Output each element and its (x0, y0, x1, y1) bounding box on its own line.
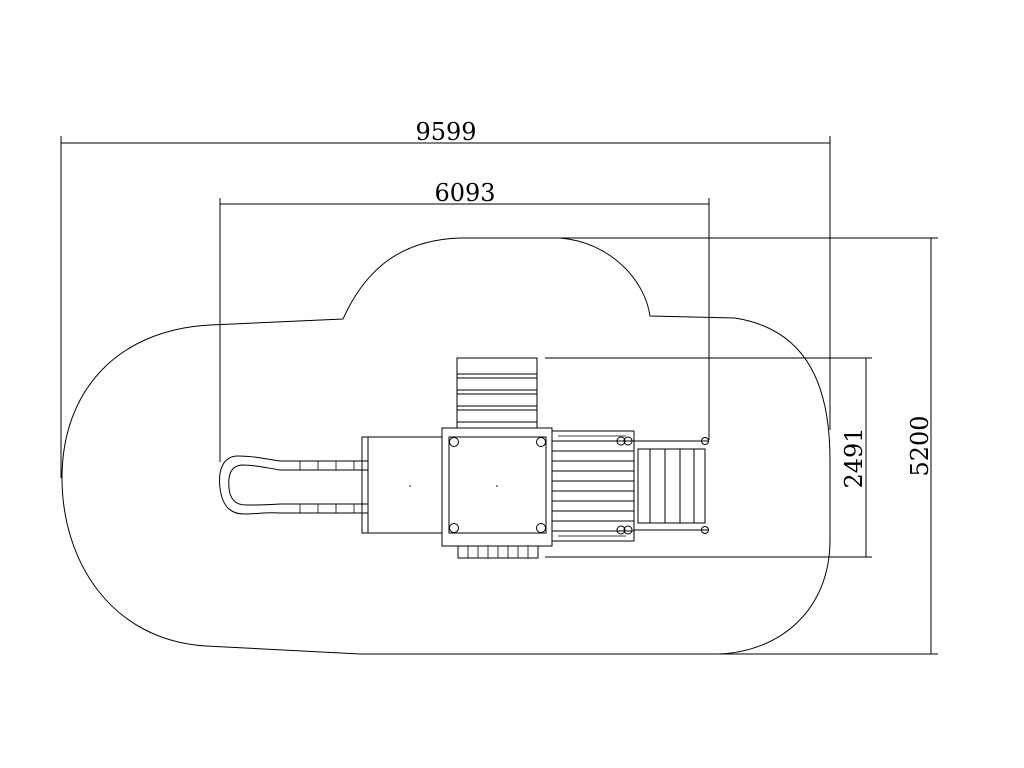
dimension-label-structure-width: 6093 (434, 179, 495, 207)
dimension-structure-depth: 2491 (545, 357, 872, 558)
dimension-label-overall-width: 9599 (415, 118, 476, 146)
deck-left (361, 436, 443, 534)
dimension-label-overall-depth: 5200 (906, 415, 934, 476)
slide (219, 455, 368, 515)
dimension-label-structure-depth: 2491 (840, 427, 868, 488)
main-tower (409, 427, 553, 547)
top-steps (456, 357, 538, 429)
safety-zone-outline (61, 237, 831, 655)
ladder (634, 437, 709, 534)
dimension-structure-width: 6093 (219, 179, 710, 462)
dimension-overall-width: 9599 (60, 118, 831, 478)
bridge (551, 430, 635, 542)
bottom-panel (457, 545, 539, 559)
dimension-overall-depth: 5200 (545, 237, 938, 655)
